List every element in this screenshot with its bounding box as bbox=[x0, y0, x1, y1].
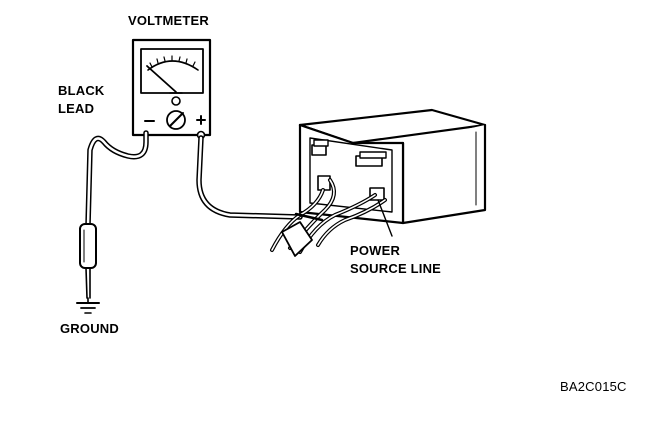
power-label-line2: SOURCE LINE bbox=[350, 261, 442, 276]
power-source-line-label: POWER SOURCE LINE bbox=[350, 242, 441, 278]
wire-harness bbox=[270, 178, 387, 257]
voltmeter-label: VOLTMETER bbox=[128, 12, 209, 30]
positive-lead bbox=[196, 135, 303, 220]
ground-symbol bbox=[76, 297, 100, 314]
ground-label-text: GROUND bbox=[60, 321, 119, 336]
figure-code-label: BA2C015C bbox=[560, 378, 627, 396]
voltmeter-label-text: VOLTMETER bbox=[128, 13, 209, 28]
black-lead-label-line1: BLACK bbox=[58, 83, 105, 98]
figure-code-text: BA2C015C bbox=[560, 379, 627, 394]
power-label-line1: POWER bbox=[350, 243, 401, 258]
black-lead-label: BLACK LEAD bbox=[58, 82, 105, 118]
voltmeter bbox=[131, 38, 212, 137]
ground-label: GROUND bbox=[60, 320, 119, 338]
black-lead-label-line2: LEAD bbox=[58, 101, 95, 116]
power-source-leader bbox=[377, 199, 393, 237]
black-lead bbox=[79, 130, 149, 299]
connector-block bbox=[298, 108, 487, 225]
